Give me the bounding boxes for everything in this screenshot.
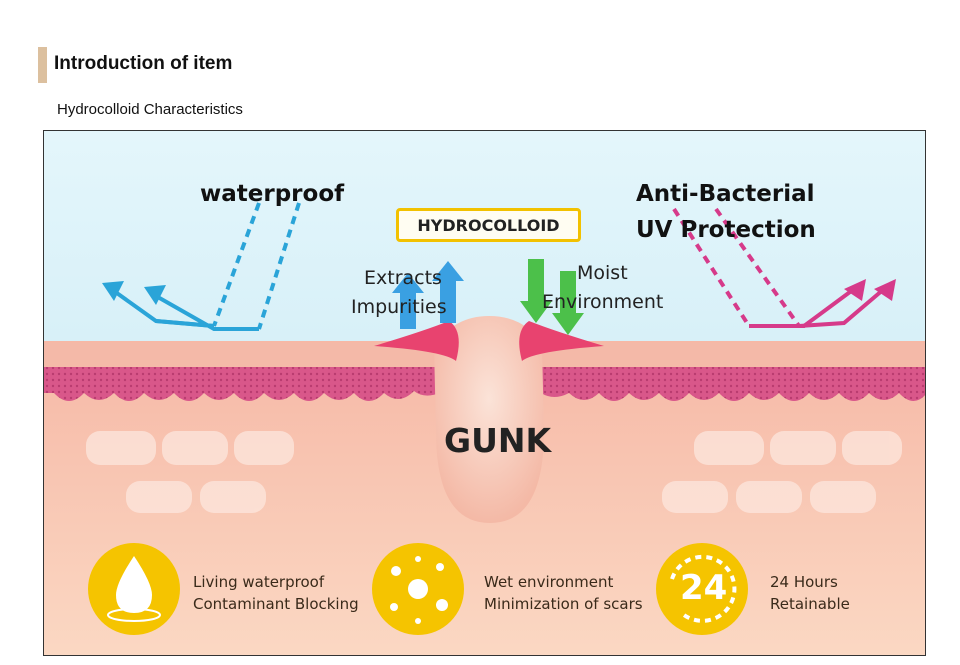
feature-1-line1: Living waterproof xyxy=(193,573,325,591)
extract-arrows xyxy=(392,261,464,329)
pore-shape xyxy=(434,316,544,523)
section-accent-bar xyxy=(38,47,47,83)
epidermis-band-left xyxy=(44,366,441,401)
gunk-label: GUNK xyxy=(444,421,552,460)
uv-protection-label: UV Protection xyxy=(636,217,816,243)
feature-badge-3 xyxy=(656,543,748,635)
skin-cells xyxy=(86,431,902,513)
feature-badge-1 xyxy=(88,543,180,635)
feature-1-line2: Contaminant Blocking xyxy=(193,595,359,613)
section-title: Introduction of item xyxy=(54,53,233,74)
subtitle: Hydrocolloid Characteristics xyxy=(57,101,243,118)
epidermis-band-right xyxy=(540,366,925,401)
hydrocolloid-figure: waterproof Anti-Bacterial UV Protection … xyxy=(43,130,926,656)
dots-circle-icon xyxy=(390,556,448,624)
pore-lip-left xyxy=(374,321,459,361)
badge-24-number: 24 xyxy=(680,568,728,608)
waterproof-label: waterproof xyxy=(200,181,345,207)
clock-24-icon xyxy=(670,554,737,623)
pore-lip-right xyxy=(519,321,604,361)
water-drop-icon xyxy=(116,556,152,613)
feature-2-line1: Wet environment xyxy=(484,573,614,591)
waterproof-arrows xyxy=(112,202,301,331)
skin-illustration xyxy=(44,131,925,655)
feature-2-line2: Minimization of scars xyxy=(484,595,643,613)
magenta-arrowhead xyxy=(874,279,896,301)
antibacterial-label: Anti-Bacterial xyxy=(636,181,815,207)
moist-label: Moist xyxy=(577,262,628,284)
hydrocolloid-box: HYDROCOLLOID xyxy=(396,208,581,242)
feature-badge-2 xyxy=(372,543,464,635)
moist-arrows xyxy=(520,259,584,335)
extracts-label: Extracts xyxy=(364,267,442,289)
magenta-arrowhead xyxy=(844,279,866,301)
blue-arrowhead xyxy=(144,285,166,305)
uv-arrows xyxy=(672,207,886,328)
impurities-label: Impurities xyxy=(351,296,447,318)
hydrocolloid-label: HYDROCOLLOID xyxy=(417,215,560,235)
feature-3-line1: 24 Hours xyxy=(770,573,838,591)
environment-label: Environment xyxy=(542,291,664,313)
blue-arrowhead xyxy=(102,281,124,301)
feature-3-line2: Retainable xyxy=(770,595,850,613)
